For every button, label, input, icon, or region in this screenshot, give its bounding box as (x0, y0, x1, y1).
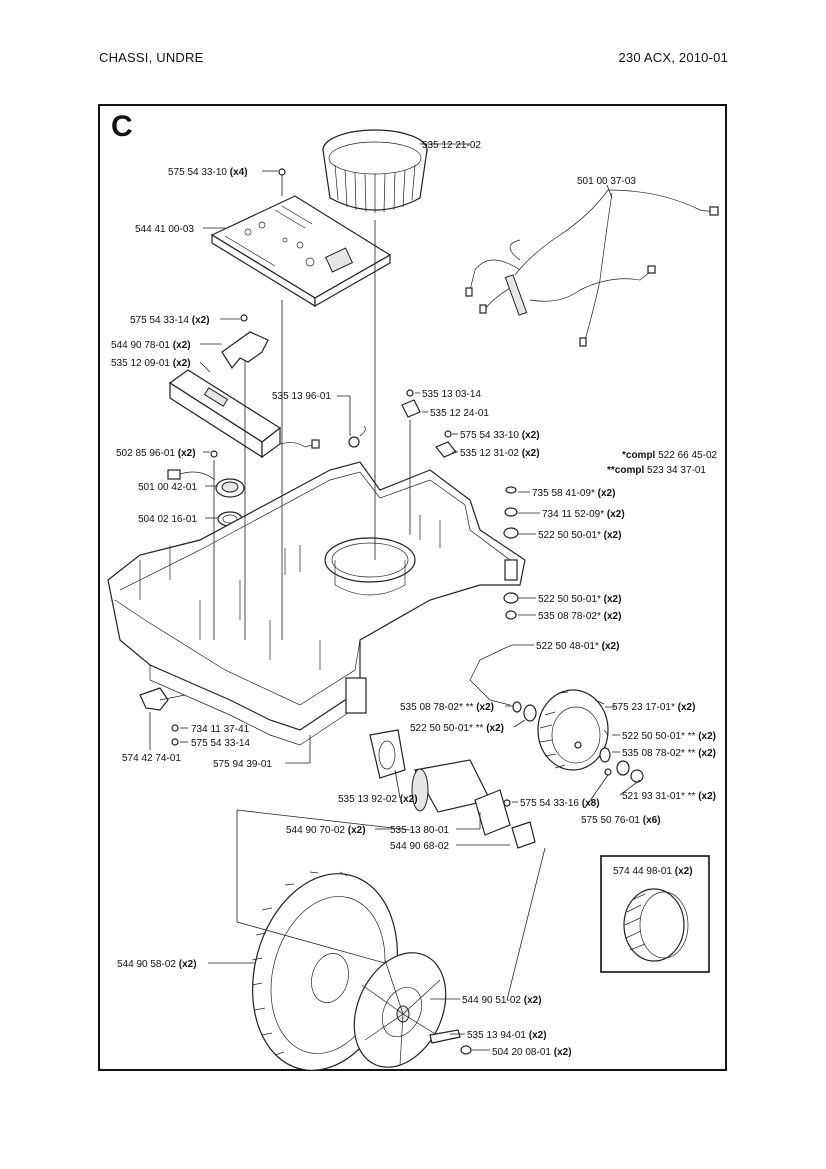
callout-12: 502 85 96-01 (x2) (116, 448, 196, 459)
hub-cap-drawing (353, 952, 472, 1068)
callout-17: 522 50 50-01* (x2) (538, 530, 621, 541)
compl-note-2: **compl 523 34 37-01 (607, 465, 706, 476)
callout-3: 501 00 37-03 (577, 176, 636, 187)
callout-15: 735 58 41-09* (x2) (532, 488, 615, 499)
drive-motor-drawing (369, 729, 536, 849)
inset-tire-drawing (623, 888, 689, 962)
part-drawings (107, 129, 719, 1071)
callout-4: 575 54 33-14 (x2) (130, 315, 210, 326)
leader-lines (149, 143, 641, 1051)
callout-21: 535 08 78-02* ** (x2) (400, 702, 494, 713)
callout-23: 575 23 17-01* (x2) (612, 702, 695, 713)
callout-11: 535 12 31-02 (x2) (460, 448, 540, 459)
diagram-frame (98, 104, 727, 1071)
fan-cylinder-drawing (322, 129, 428, 213)
section-letter: C (111, 110, 133, 143)
page-header-title: CHASSI, UNDRE (99, 50, 204, 65)
circuit-board-drawing (210, 168, 392, 308)
callout-2: 544 41 00-03 (135, 224, 194, 235)
callout-0: 535 12 21-02 (422, 140, 481, 151)
callout-18: 522 50 50-01* (x2) (538, 594, 621, 605)
callout-9: 535 12 24-01 (430, 408, 489, 419)
callout-38: 544 90 51-02 (x2) (462, 995, 542, 1006)
callout-30: 574 42 74-01 (122, 753, 181, 764)
callout-24: 522 50 50-01* ** (x2) (622, 731, 716, 742)
callout-8: 535 13 03-14 (422, 389, 481, 400)
callout-20: 522 50 48-01* (x2) (536, 641, 619, 652)
callout-10: 575 54 33-10 (x2) (460, 430, 540, 441)
callout-29: 575 54 33-14 (191, 738, 250, 749)
callout-34: 544 90 70-02 (x2) (286, 825, 366, 836)
compl-note-1: *compl 522 66 45-02 (622, 450, 718, 461)
page-header-model-date: 230 ACX, 2010-01 (618, 50, 728, 65)
wiring-harness-drawing (465, 189, 719, 347)
callout-33: 575 54 33-16 (x8) (520, 798, 600, 809)
inset-box (600, 855, 710, 973)
rear-wheel-drawing (512, 689, 644, 783)
inset-label: 574 44 98-01 (x2) (613, 866, 693, 877)
callout-37: 544 90 58-02 (x2) (117, 959, 197, 970)
callout-40: 504 20 08-01 (x2) (492, 1047, 572, 1058)
callout-13: 501 00 42-01 (138, 482, 197, 493)
callout-6: 535 12 09-01 (x2) (111, 358, 191, 369)
callout-39: 535 13 94-01 (x2) (467, 1030, 547, 1041)
callout-27: 575 50 76-01 (x6) (581, 815, 661, 826)
callout-35: 535 13 80-01 (390, 825, 449, 836)
battery-drawing (168, 369, 320, 459)
callout-16: 734 11 52-09* (x2) (542, 509, 625, 520)
callout-32: 535 13 92-02 (x2) (338, 794, 418, 805)
callout-19: 535 08 78-02* (x2) (538, 611, 621, 622)
callout-26: 521 93 31-01* ** (x2) (622, 791, 716, 802)
callout-36: 544 90 68-02 (390, 841, 449, 852)
callout-7: 535 13 96-01 (272, 391, 331, 402)
chassis-body-drawing (107, 461, 526, 746)
callout-31: 575 94 39-01 (213, 759, 272, 770)
callout-25: 535 08 78-02* ** (x2) (622, 748, 716, 759)
callout-22: 522 50 50-01* ** (x2) (410, 723, 504, 734)
callout-5: 544 90 78-01 (x2) (111, 340, 191, 351)
callout-labels: 535 12 21-02 575 54 33-10 (x4) 544 41 00… (111, 140, 718, 1058)
bracket-drawing (221, 331, 269, 370)
callout-14: 504 02 16-01 (138, 514, 197, 525)
callout-1: 575 54 33-10 (x4) (168, 167, 248, 178)
callout-28: 734 11 37-41 (191, 724, 250, 735)
